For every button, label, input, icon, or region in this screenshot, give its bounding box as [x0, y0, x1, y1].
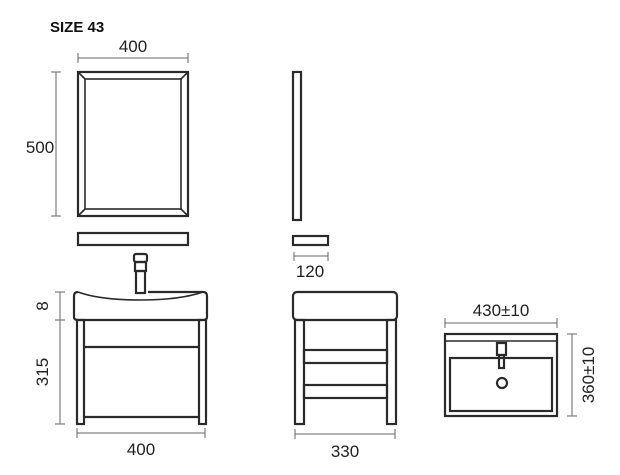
basin-depth-label: 360±10	[579, 347, 598, 404]
size-title: SIZE 43	[50, 19, 104, 36]
mirror-side-view: 120	[291, 70, 330, 281]
drain-icon	[495, 376, 509, 390]
top-height-label: 8	[33, 301, 52, 310]
vanity-width-dimension: 400	[76, 428, 206, 459]
vanity-width-label: 400	[127, 440, 155, 459]
vanity-side-view	[291, 290, 399, 426]
mirror-height-label: 500	[26, 138, 54, 157]
vanity-height-dimension: 8 315	[33, 291, 65, 425]
mirror-depth-label: 120	[296, 262, 324, 281]
faucet-icon	[132, 252, 149, 295]
vanity-front-view	[72, 252, 209, 426]
basin-top-view	[443, 332, 559, 418]
basin-width-dimension: 430±10	[444, 301, 558, 328]
vanity-depth-label: 330	[331, 442, 359, 461]
basin-width-label: 430±10	[473, 301, 530, 320]
mirror-height-dimension: 500	[26, 71, 61, 217]
mirror-width-label: 400	[119, 37, 147, 56]
cabinet-height-label: 315	[33, 358, 52, 386]
mirror-front-view	[76, 70, 190, 247]
mirror-width-dimension: 400	[77, 37, 189, 63]
basin-depth-dimension: 360±10	[567, 333, 598, 417]
vanity-depth-dimension: 330	[294, 429, 396, 461]
